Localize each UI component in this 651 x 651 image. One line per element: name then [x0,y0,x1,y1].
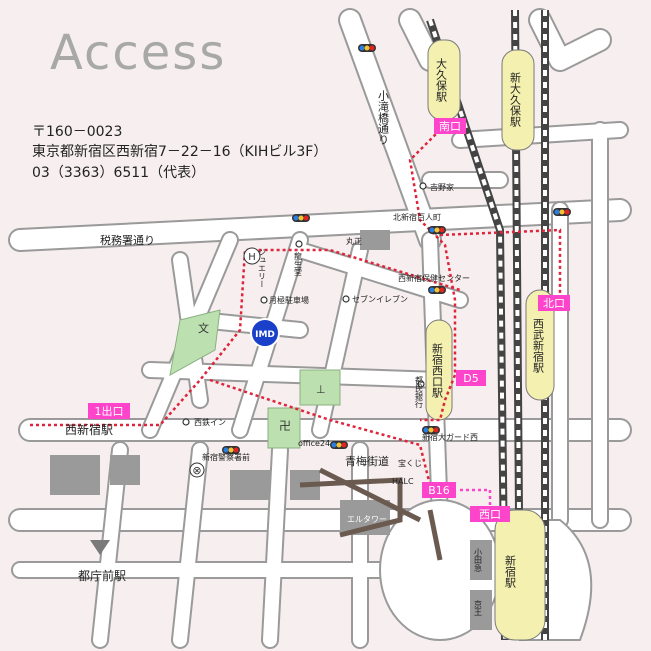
takarakuji-label: 宝くじ [398,458,422,468]
exit-1: 1出口 [95,404,124,418]
shin-okubo-station-label: 新大久保駅 [509,71,522,128]
exit-minamiguchi: 南口 [439,120,461,133]
exit-b16: B16 [428,484,450,497]
underground-roads [299,467,443,561]
svg-text:IMD: IMD [255,330,275,340]
exit-d5: D5 [463,372,478,385]
shinjuku-station-label: 新宿駅 [504,554,517,589]
phone-number: 03（3363）6511（代表） [32,165,206,181]
nishi-shinjuku-station-label: 西新宿駅 [65,422,113,437]
yoshinoya-label: 吉野家 [430,182,454,192]
shinjuku-nishiguchi-label: 新宿西口駅 [431,342,444,399]
tochomae-station-label: 都庁前駅 [78,568,126,583]
kitashinjuku-label: 北新宿百人町 [393,212,441,222]
exit-kitaguchi: 北口 [543,297,565,310]
school-icon: 文 [198,321,209,335]
tomin-bank-label: 都民銀行 [415,376,424,409]
hoken-center-label: 西新宿保健センター [398,273,470,283]
exit-nishiguchi: 西口 [479,508,501,521]
exit-labels: 南口 北口 1出口 D5 B16 西口 [88,118,570,522]
tsukiyoshi-parking-label: 月極駐車場 [269,295,309,305]
hospital-icon: H [248,252,256,263]
access-title: Access [50,25,227,81]
oume-street-label: 青梅街道 [345,454,389,468]
office24-label: office24 [298,439,330,448]
seven-eleven-label: セブンイレブン [352,294,408,304]
b16-route [460,488,492,510]
street-address: 東京都新宿区西新宿7－22－16（KIHビル3F） [32,144,328,160]
triangle-building [90,540,110,555]
zeimusho-street-label: 税務署通り [100,233,155,247]
odakyu-label: 小田急 [474,548,483,572]
otakibashi-street-label: 小滝橋通り [377,90,390,145]
police-icon: ⊗ [192,464,201,477]
keio-label: 京王 [474,599,483,616]
marusho-label: 丸正 [346,236,362,246]
stations [425,39,555,641]
police-label: 新宿警察署前 [202,452,250,462]
ryuseido-label: 龍生堂 [294,251,303,276]
shinjuku-ohgado-label: 新宿大ガード西 [422,432,478,442]
eru-tower-label: エルタワー [347,515,387,524]
shrine-icon: ⊥ [316,383,326,396]
seitetsu-inn-label: 西鉄イン [194,417,226,427]
okubo-station-label: 大久保駅 [435,57,448,103]
traffic-lights [222,44,571,454]
temple-icon: 卍 [279,419,291,433]
imd-marker[interactable]: IMD [250,318,280,348]
comet-lane-label: ジュエリー [258,248,267,288]
poi-dots [182,182,427,426]
seibu-shinjuku-label: 西武新宿駅 [532,318,545,374]
halc-label: HALC [392,477,414,486]
postal-code: 〒160－0023 [32,124,123,140]
parks [169,309,341,449]
